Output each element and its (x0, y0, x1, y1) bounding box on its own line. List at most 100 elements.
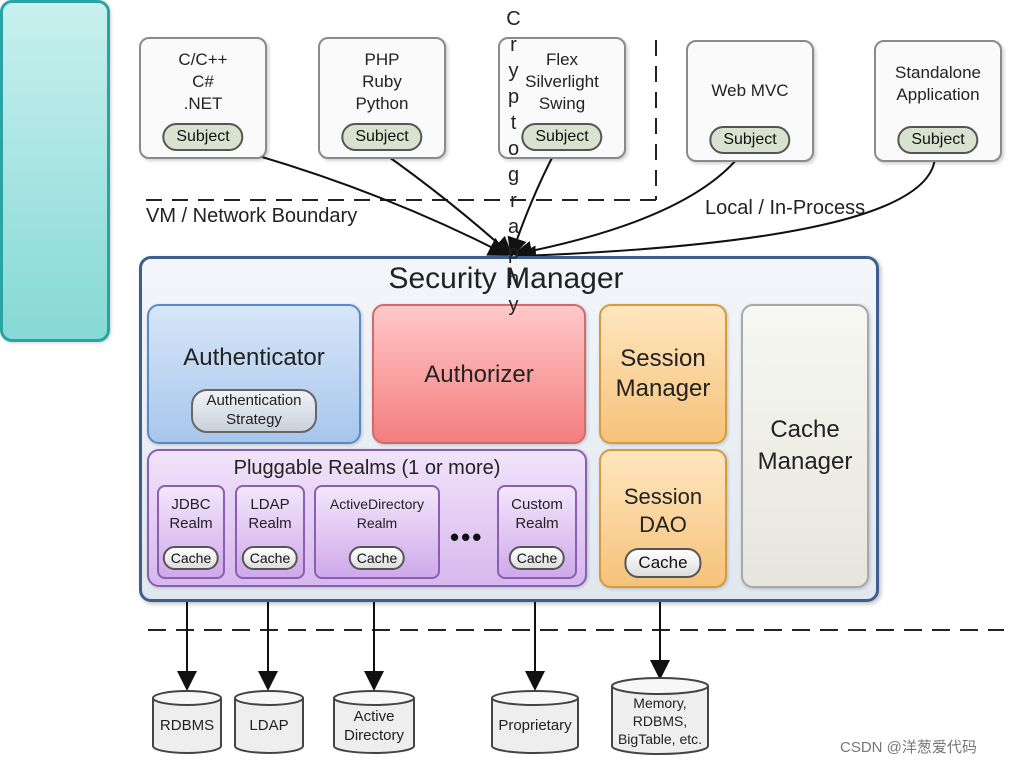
datastore-line: RDBMS (159, 717, 215, 734)
cryptography-letter: y (508, 60, 519, 82)
arrow-client-4 (512, 152, 743, 261)
datastore-cylinder-active-directory (333, 690, 415, 754)
datastore-cylinder-proprietary (491, 690, 579, 754)
cryptography-letter: p (507, 242, 520, 264)
client-line: Python (355, 94, 409, 113)
realm-line: ActiveDirectory (329, 496, 425, 512)
authenticator-box: Authenticator Authentication Strategy (147, 304, 361, 444)
realm-active-directory: ActiveDirectory Realm Cache (314, 485, 440, 579)
cache-manager-title: Cache Manager (743, 414, 867, 478)
cache-manager-box: Cache Manager (741, 304, 869, 588)
client-box-standalone: Standalone Application Subject (874, 40, 1002, 162)
client-box-native: C/C++ C# .NET Subject (139, 37, 267, 159)
realm-line: Realm (515, 515, 559, 532)
cryptography-letter: g (507, 164, 520, 186)
client-line: PHP (364, 50, 400, 69)
client-line: Silverlight (525, 72, 599, 91)
cryptography-letter: o (507, 138, 520, 160)
session-manager-line: Manager (615, 375, 711, 402)
datastore-line: Proprietary (498, 717, 572, 734)
datastore-line: LDAP (249, 717, 289, 734)
client-line: Application (896, 85, 980, 104)
client-line: Flex (545, 50, 579, 69)
realm-line: Realm (169, 515, 213, 532)
realm-cache-pill: Cache (162, 546, 220, 570)
datastore-rdbms-label: RDBMS (153, 716, 221, 735)
datastore-line: BigTable, etc. (617, 731, 703, 747)
datastore-cylinder-rdbms (152, 690, 222, 754)
subject-pill: Subject (709, 126, 791, 154)
realm-ldap: LDAP Realm Cache (235, 485, 305, 579)
watermark: CSDN @洋葱爱代码 (840, 739, 977, 756)
session-manager-line: Session (620, 345, 706, 372)
authorizer-box: Authorizer (372, 304, 586, 444)
realm-cache-pill: Cache (508, 546, 566, 570)
client-line: Standalone (894, 63, 982, 82)
realm-line: Realm (356, 515, 398, 531)
session-dao-cache-pill: Cache (624, 548, 702, 578)
arrow-client-5 (516, 152, 937, 266)
cryptography-letter: p (507, 86, 520, 108)
subject-pill: Subject (341, 123, 423, 151)
cryptography-letter: a (507, 216, 520, 238)
cryptography-letter: h (507, 268, 520, 290)
session-manager-title: Session Manager (601, 344, 725, 404)
session-dao-line: Session (623, 484, 703, 509)
subject-pill: Subject (521, 123, 603, 151)
cryptography-box: C r y p t o g r a p h y (0, 0, 521, 342)
client-line: Ruby (362, 72, 402, 91)
strategy-line: Authentication (206, 392, 302, 409)
datastore-line: RDBMS, (632, 713, 688, 729)
client-box-rich-ui: Flex Silverlight Swing Subject (498, 37, 626, 159)
realms-ellipsis: ••• (450, 522, 484, 552)
authorizer-title: Authorizer (424, 361, 534, 388)
session-dao-title: Session DAO (601, 483, 725, 539)
pluggable-realms-title: Pluggable Realms (1 or more) (233, 457, 501, 479)
subject-pill: Subject (897, 126, 979, 154)
subject-pill: Subject (162, 123, 244, 151)
datastore-memory-label: Memory, RDBMS, BigTable, etc. (610, 694, 710, 748)
authenticator-title: Authenticator (183, 344, 325, 371)
client-line: C/C++ (178, 50, 228, 69)
datastore-ldap-label: LDAP (235, 716, 303, 735)
client-box-web-mvc: Web MVC Subject (686, 40, 814, 162)
datastore-cylinder-ldap (234, 690, 304, 754)
realm-line: Custom (511, 496, 563, 513)
realm-line: Realm (248, 515, 292, 532)
realm-jdbc: JDBC Realm Cache (157, 485, 225, 579)
cache-manager-line: Manager (757, 448, 853, 475)
local-process-label: Local / In-Process (705, 197, 866, 219)
client-line: C# (192, 72, 214, 91)
cryptography-letter: t (510, 112, 517, 134)
client-line: .NET (183, 94, 223, 113)
session-dao-box: Session DAO Cache (599, 449, 727, 588)
security-manager-title: Security Manager (388, 262, 624, 295)
cryptography-letter: C (506, 8, 521, 30)
authentication-strategy-pill: Authentication Strategy (191, 389, 317, 433)
arrow-client-2 (381, 151, 513, 257)
cache-manager-line: Cache (770, 416, 840, 443)
vm-boundary-label: VM / Network Boundary (146, 205, 358, 227)
client-box-scripting: PHP Ruby Python Subject (318, 37, 446, 159)
datastore-line: Memory, (633, 695, 687, 711)
datastore-proprietary-label: Proprietary (492, 716, 578, 735)
realm-cache-pill: Cache (348, 546, 406, 570)
realm-line: LDAP (250, 496, 290, 513)
session-dao-line: DAO (639, 512, 687, 537)
datastore-active-directory-label: Active Directory (334, 707, 414, 745)
client-line: Web MVC (711, 81, 789, 100)
arrow-client-1 (237, 149, 509, 256)
cryptography-letter: y (508, 294, 519, 316)
datastore-line: Directory (343, 727, 404, 744)
realm-line: JDBC (171, 496, 211, 513)
session-manager-box: Session Manager (599, 304, 727, 444)
datastore-cylinder-memory (611, 677, 709, 755)
datastore-line: Active (353, 708, 395, 725)
cryptography-letter: r (510, 190, 517, 212)
strategy-line: Strategy (226, 411, 282, 428)
realm-custom: Custom Realm Cache (497, 485, 577, 579)
realm-cache-pill: Cache (241, 546, 299, 570)
cryptography-letter: r (510, 34, 517, 56)
client-line: Swing (538, 94, 586, 113)
